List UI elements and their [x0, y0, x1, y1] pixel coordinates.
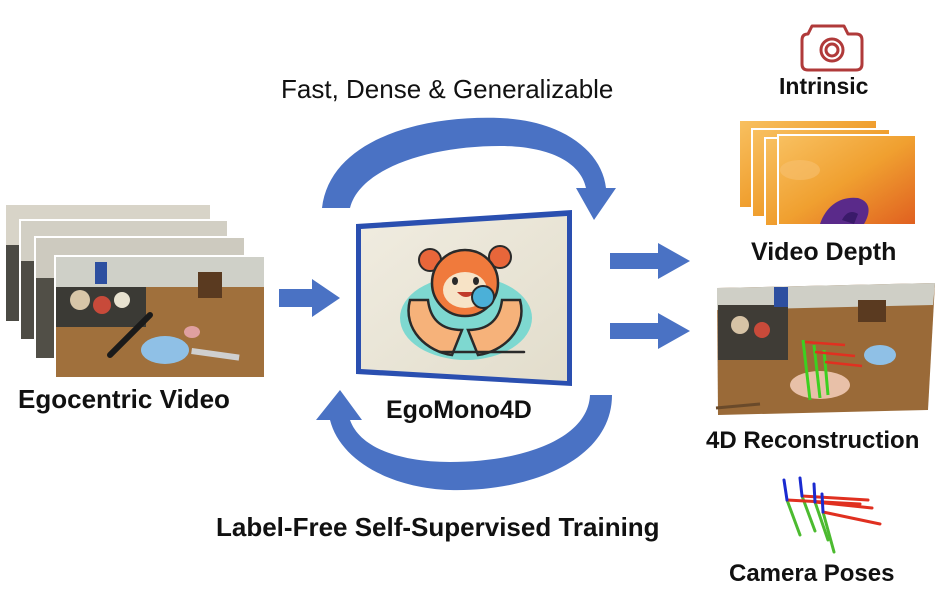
output-arrow-depth — [610, 243, 690, 279]
egomono4d-logo — [400, 245, 532, 360]
input-label: Egocentric Video — [18, 384, 230, 414]
camera-icon — [800, 24, 864, 72]
reconstruction-image — [715, 283, 935, 415]
pose-axes-icon — [782, 476, 882, 554]
top-curved-arrow — [322, 117, 616, 220]
bottom-label: Label-Free Self-Supervised Training — [216, 512, 660, 542]
input-arrow — [279, 279, 340, 317]
egocentric-video-stack — [4, 203, 266, 379]
reconstruction-label: 4D Reconstruction — [706, 427, 920, 454]
camera-poses-label: Camera Poses — [729, 560, 895, 587]
top-label: Fast, Dense & Generalizable — [281, 74, 614, 104]
video-frame-4 — [54, 255, 266, 379]
model-label: EgoMono4D — [386, 396, 532, 424]
video-depth-label: Video Depth — [751, 238, 897, 266]
intrinsic-label: Intrinsic — [779, 73, 869, 99]
bottom-curved-arrow — [316, 390, 612, 491]
video-depth-stack — [738, 119, 917, 227]
output-arrow-reconstruction — [610, 313, 690, 349]
